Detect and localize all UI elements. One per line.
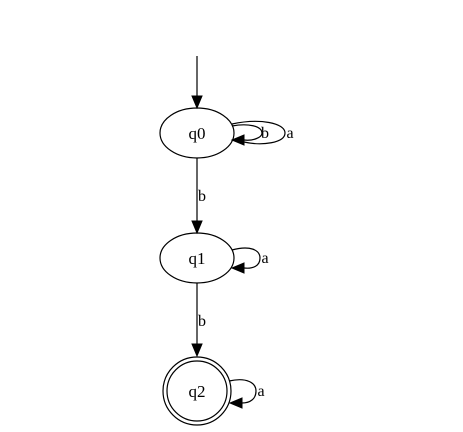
state-q1: q1 bbox=[159, 232, 235, 284]
transition-q0-q1-b: b bbox=[191, 158, 206, 235]
transition-q2-q2-a-label: a bbox=[257, 383, 264, 400]
state-q2: q2 bbox=[162, 356, 232, 426]
transition-q0-q0-b: b bbox=[230, 124, 269, 146]
initial-arrow bbox=[191, 56, 203, 110]
transition-q2-q2-a: a bbox=[228, 379, 265, 409]
state-q0: q0 bbox=[159, 107, 235, 159]
transition-q0-q1-b-label: b bbox=[198, 188, 206, 205]
transition-q1-q2-b-label: b bbox=[198, 313, 206, 330]
state-q0-label: q0 bbox=[189, 124, 206, 143]
state-q2-label: q2 bbox=[189, 382, 206, 401]
transition-q1-q2-b: b bbox=[191, 283, 206, 358]
state-q1-label: q1 bbox=[189, 249, 206, 268]
transition-q1-q1-a-label: a bbox=[261, 250, 268, 267]
transition-q0-q0-b-label: b bbox=[261, 125, 269, 142]
transition-q0-q0-a-label: a bbox=[286, 125, 293, 142]
transition-q1-q1-a: a bbox=[230, 247, 269, 274]
state-q2-inner-circle bbox=[166, 360, 228, 422]
transition-q0-q0-a: a bbox=[231, 120, 294, 145]
state-q2-outer-circle bbox=[162, 356, 232, 426]
